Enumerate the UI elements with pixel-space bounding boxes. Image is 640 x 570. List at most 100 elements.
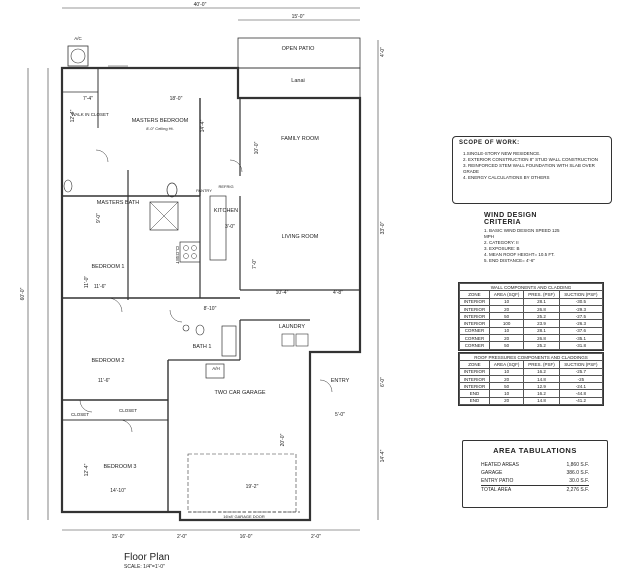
dim-interior-d: 5'-0" bbox=[335, 412, 345, 418]
dim-right-mid: 6'-0" bbox=[380, 377, 386, 387]
drawing-title: Floor Plan bbox=[124, 552, 170, 563]
dim-bottom-b: 2'-0" bbox=[177, 534, 187, 540]
wind-title: WIND DESIGN CRITERIA bbox=[484, 212, 537, 226]
dim-left-e: 11'-6" bbox=[94, 284, 107, 290]
room-refrig: REFRIG bbox=[218, 184, 233, 189]
roof-col-header: SUCTION (PSF) bbox=[558, 360, 604, 369]
air-handler-label: A/H bbox=[212, 366, 220, 371]
dim-interior-b: 10'-4" bbox=[276, 290, 289, 296]
drawing-scale: SCALE: 1/4"=1'-0" bbox=[124, 564, 165, 570]
room-open-patio: OPEN PATIO bbox=[282, 46, 316, 52]
wall-col-header: SUCTION (PSF) bbox=[558, 290, 604, 299]
scope-list: 1.SINGLE-STORY NEW RESIDENCE. 2. EXTERIO… bbox=[453, 149, 611, 183]
garage-door-label: 16'x8' GARAGE DOOR bbox=[223, 514, 265, 519]
ceiling-note-master: 8'-0" Ceiling Ht. bbox=[146, 126, 174, 131]
scope-of-work-panel: SCOPE OF WORK: 1.SINGLE-STORY NEW RESIDE… bbox=[452, 136, 612, 204]
dim-interior-a: 14'-4" bbox=[200, 119, 206, 132]
wall-col-header: PRES. (PSF) bbox=[523, 290, 560, 299]
wind-criteria-panel: WIND DESIGN CRITERIA 1. BASIC WIND DESIG… bbox=[484, 212, 568, 264]
room-living-room: LIVING ROOM bbox=[282, 234, 319, 240]
dim-interior-i: 3'-0" bbox=[225, 224, 235, 230]
dim-interior-e: 20'-0" bbox=[280, 433, 286, 446]
area-title: AREA TABULATIONS bbox=[493, 446, 577, 455]
room-bath-1: BATH 1 bbox=[193, 344, 212, 350]
wall-table-title: WALL COMPONENTS AND CLADDING bbox=[459, 282, 603, 292]
dim-interior-f: 19'-2" bbox=[246, 484, 259, 490]
room-garage: TWO CAR GARAGE bbox=[214, 390, 265, 396]
dim-left-d: 11'-0" bbox=[84, 276, 90, 289]
dim-overall-width: 40'-0" bbox=[194, 2, 207, 8]
dim-bottom-d: 2'-0" bbox=[311, 534, 321, 540]
dim-left-g: 12'-4" bbox=[84, 463, 90, 476]
wind-item: 2. CATEGORY: II bbox=[484, 240, 519, 245]
dim-patio-width: 15'-0" bbox=[292, 14, 305, 20]
wind-item: 5. END DISTANCE= 4'-6" bbox=[484, 258, 536, 263]
room-bedroom-2: BEDROOM 2 bbox=[91, 358, 124, 364]
wind-list: 1. BASIC WIND DESIGN SPEED 125 MPH 2. CA… bbox=[484, 226, 568, 264]
dim-left-b: 18'-0" bbox=[170, 96, 183, 102]
wind-item: 1. BASIC WIND DESIGN SPEED 125 MPH bbox=[484, 228, 560, 239]
room-lanai: Lanai bbox=[291, 78, 304, 84]
dim-left-a: 7'-4" bbox=[83, 96, 93, 102]
room-pantry: PANTRY bbox=[196, 188, 212, 193]
scope-title: SCOPE OF WORK: bbox=[459, 140, 520, 146]
room-walk-in-closet: WALK IN CLOSET bbox=[71, 112, 109, 117]
wall-components-table: WALL COMPONENTS AND CLADDING ZONE AREA (… bbox=[458, 282, 604, 351]
dim-interior-g: 14'-10" bbox=[110, 488, 126, 494]
wall-col-header: ZONE bbox=[459, 290, 490, 299]
room-closet-3: CLOSET bbox=[71, 412, 89, 417]
roof-col-header: AREA (SQF) bbox=[488, 360, 525, 369]
scope-item: 2. EXTERIOR CONSTRUCTION 8" STUD WALL CO… bbox=[463, 157, 599, 162]
scope-item: 3. REINFORCED STEM WALL FOUNDATION WITH … bbox=[463, 163, 595, 174]
roof-col-header: PRES. (PSF) bbox=[523, 360, 560, 369]
roof-pressures-table: ROOF PRESSURES COMPONENTS AND CLADDINGS … bbox=[458, 352, 604, 407]
wind-item: 4. MEAN ROOF HEIGHT= 10.5 FT. bbox=[484, 252, 555, 257]
dim-bottom-c: 16'-0" bbox=[240, 534, 253, 540]
scope-item: 4. ENERGY CALCULATIONS BY OTHERS bbox=[463, 175, 550, 180]
room-closet-2: CLOSET bbox=[119, 408, 137, 413]
room-entry: ENTRY bbox=[331, 378, 350, 384]
dim-right-upper: 33'-0" bbox=[380, 221, 386, 234]
dim-left-total: 60'-0" bbox=[20, 287, 26, 300]
dim-left-c: 12'-4" bbox=[70, 109, 76, 122]
room-bedroom-1: BEDROOM 1 bbox=[91, 264, 124, 270]
room-master-bedroom: MASTERS BEDROOM bbox=[132, 118, 189, 124]
room-bedroom-3: BEDROOM 3 bbox=[103, 464, 136, 470]
room-kitchen: KITCHEN bbox=[214, 208, 238, 214]
dim-interior-c: 4'-8" bbox=[333, 290, 343, 296]
dim-top-right: 4'-0" bbox=[380, 47, 386, 57]
scope-item: 1.SINGLE-STORY NEW RESIDENCE. bbox=[463, 151, 541, 156]
dim-right-lower: 14'-4" bbox=[380, 449, 386, 462]
dim-interior-l: 8'-10" bbox=[204, 306, 217, 312]
ac-unit-label: A/C bbox=[74, 36, 82, 41]
dim-bottom-a: 15'-0" bbox=[112, 534, 125, 540]
room-laundry: LAUNDRY bbox=[279, 324, 306, 330]
dim-left-f: 11'-6" bbox=[98, 378, 111, 384]
wind-item: 3. EXPOSURE: B bbox=[484, 246, 520, 251]
room-family-room: FAMILY ROOM bbox=[281, 136, 319, 142]
dim-interior-k: 10'-0" bbox=[254, 141, 260, 154]
roof-table-title: ROOF PRESSURES COMPONENTS AND CLADDINGS bbox=[459, 352, 603, 362]
roof-col-header: ZONE bbox=[459, 360, 490, 369]
dim-interior-h: 9'-0" bbox=[96, 213, 102, 223]
room-closet-1: CLOSET bbox=[175, 246, 180, 264]
room-master-bath: MASTERS BATH bbox=[97, 200, 139, 206]
